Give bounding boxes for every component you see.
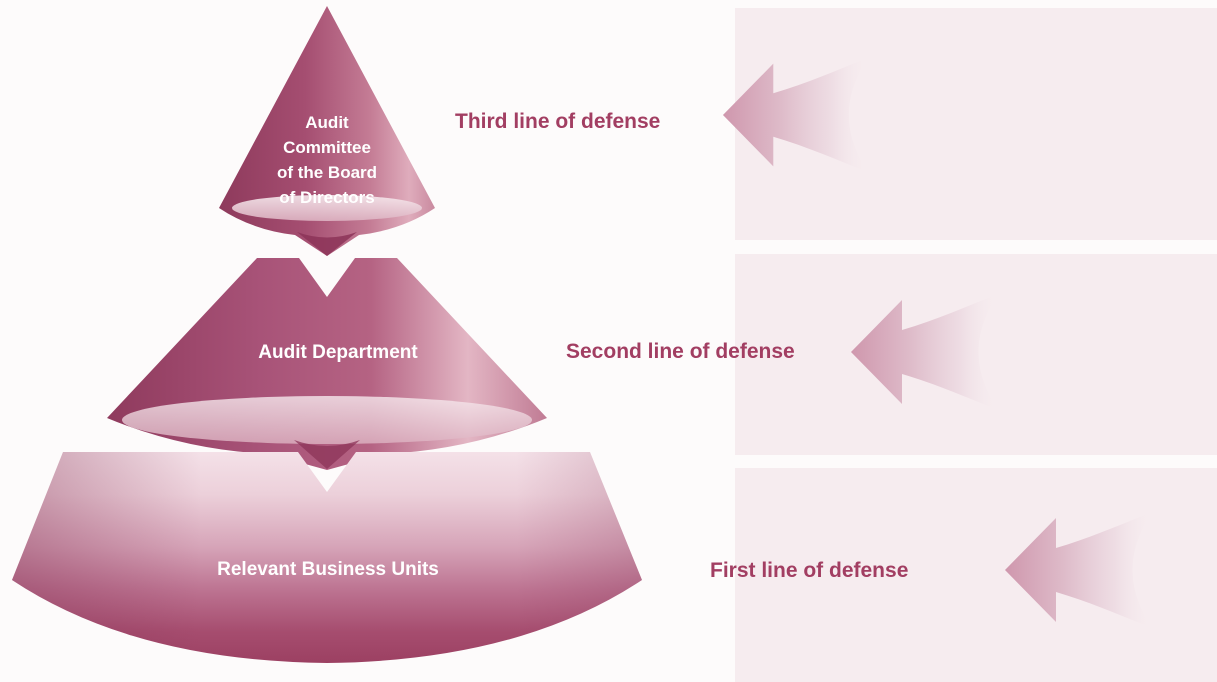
left-arrow-shape	[851, 294, 998, 410]
pyramid-level-top-tip	[297, 232, 357, 256]
band-first-line	[735, 468, 1217, 682]
defense-label-second-line: Second line of defense	[566, 340, 795, 363]
pyramid-label-relevant-business-units: Relevant Business Units	[217, 559, 439, 580]
pyramid-level-top	[219, 6, 435, 256]
pyramid-label-line: of Directors	[279, 188, 375, 207]
pyramid-level-middle-rim	[122, 396, 532, 444]
left-arrow-shape	[1005, 512, 1152, 628]
pyramid-label-line: Committee	[283, 138, 371, 157]
left-arrow-icon-third-line	[722, 57, 869, 173]
pyramid-level-middle-tip	[294, 440, 360, 469]
left-arrow-icon-first-line	[1005, 512, 1152, 628]
pyramid-graphic	[12, 6, 642, 663]
pyramid-label-line: Audit	[305, 113, 349, 132]
pyramid-level-bottom-shade	[12, 452, 642, 663]
left-arrow-shape	[722, 57, 869, 173]
pyramid-label-audit-department: Audit Department	[258, 342, 418, 363]
left-arrow-icon-second-line	[851, 294, 998, 410]
defense-label-first-line: First line of defense	[710, 559, 909, 582]
pyramid-level-top-rim	[232, 195, 422, 221]
pyramid-label-audit-committee: Audit Committee of the Board of Director…	[277, 110, 377, 210]
defense-label-third-line: Third line of defense	[455, 110, 661, 133]
pyramid-label-line: of the Board	[276, 163, 378, 182]
